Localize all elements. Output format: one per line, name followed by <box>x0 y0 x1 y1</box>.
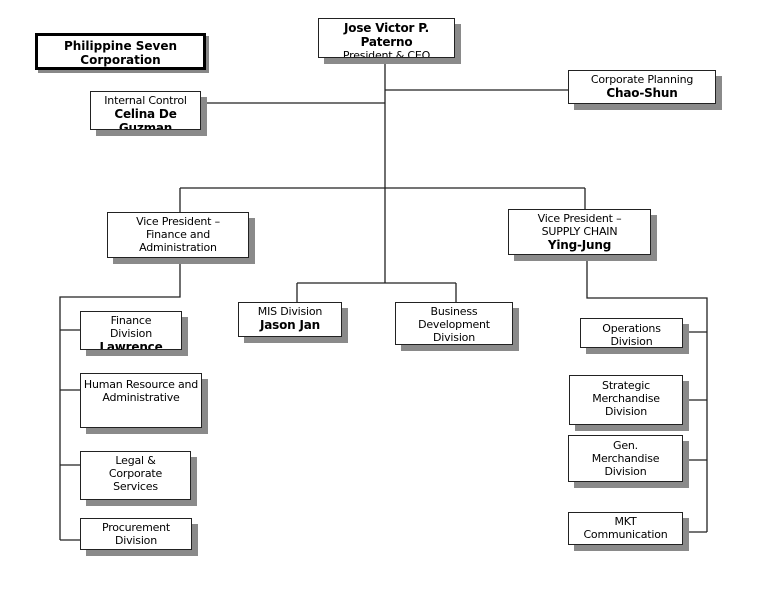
mis-title: MIS Division <box>257 305 323 318</box>
finance-branch-connector <box>59 258 181 541</box>
legal-title: Legal & Corporate Services <box>108 454 163 493</box>
gen-merchandise-box: Gen. Merchandise Division <box>568 435 683 482</box>
ceo-box: Jose Victor P. Paterno President & CEO <box>318 18 455 58</box>
strategic-merchandise-title: Strategic Merchandise Division <box>592 379 660 418</box>
mis-box: MIS Division Jason Jan <box>238 302 342 337</box>
gen-merchandise-title: Gen. Merchandise Division <box>591 439 660 478</box>
finance-division-title: Finance Division <box>110 314 152 340</box>
ceo-title: President & CEO <box>342 49 431 58</box>
finance-division-box: Finance Division Lawrence De <box>80 311 182 350</box>
internal-control-name: Celina De Guzman <box>114 107 177 130</box>
procurement-box: Procurement Division <box>80 518 192 550</box>
mkt-communication-box: MKT Communication <box>568 512 683 545</box>
corporate-planning-name: Chao-Shun <box>606 86 678 100</box>
vp-supply-box: Vice President – SUPPLY CHAIN Ying-Jung <box>508 209 651 255</box>
operations-box: Operations Division <box>580 318 683 348</box>
vp-supply-name: Ying-Jung <box>547 238 612 252</box>
corporate-planning-title: Corporate Planning <box>590 73 694 86</box>
vp-supply-title: Vice President – SUPPLY CHAIN <box>537 212 622 238</box>
hr-title: Human Resource and Administrative <box>83 378 199 404</box>
bizdev-title: Business Development Division <box>418 305 490 344</box>
mis-name: Jason Jan <box>260 318 320 332</box>
hr-box: Human Resource and Administrative <box>80 373 202 428</box>
supply-branch-connector <box>586 255 708 533</box>
corporate-planning-box: Corporate Planning Chao-Shun <box>568 70 716 104</box>
internal-control-box: Internal Control Celina De Guzman <box>90 91 201 130</box>
vp-finance-box: Vice President – Finance and Administrat… <box>107 212 249 258</box>
vp-finance-title: Vice President – Finance and Administrat… <box>136 215 220 254</box>
operations-title: Operations Division <box>602 322 661 348</box>
vp-level-connector <box>179 187 586 212</box>
division-level-connector <box>296 282 457 302</box>
strategic-merchandise-box: Strategic Merchandise Division <box>569 375 683 425</box>
procurement-title: Procurement Division <box>101 521 171 547</box>
ceo-name: Jose Victor P. Paterno <box>344 21 429 49</box>
company-title: Philippine Seven Corporation <box>35 33 206 70</box>
bizdev-box: Business Development Division <box>395 302 513 345</box>
legal-box: Legal & Corporate Services <box>80 451 191 500</box>
internal-control-title: Internal Control <box>104 94 187 107</box>
mkt-communication-title: MKT Communication <box>583 515 668 541</box>
finance-division-name: Lawrence De <box>99 340 163 350</box>
